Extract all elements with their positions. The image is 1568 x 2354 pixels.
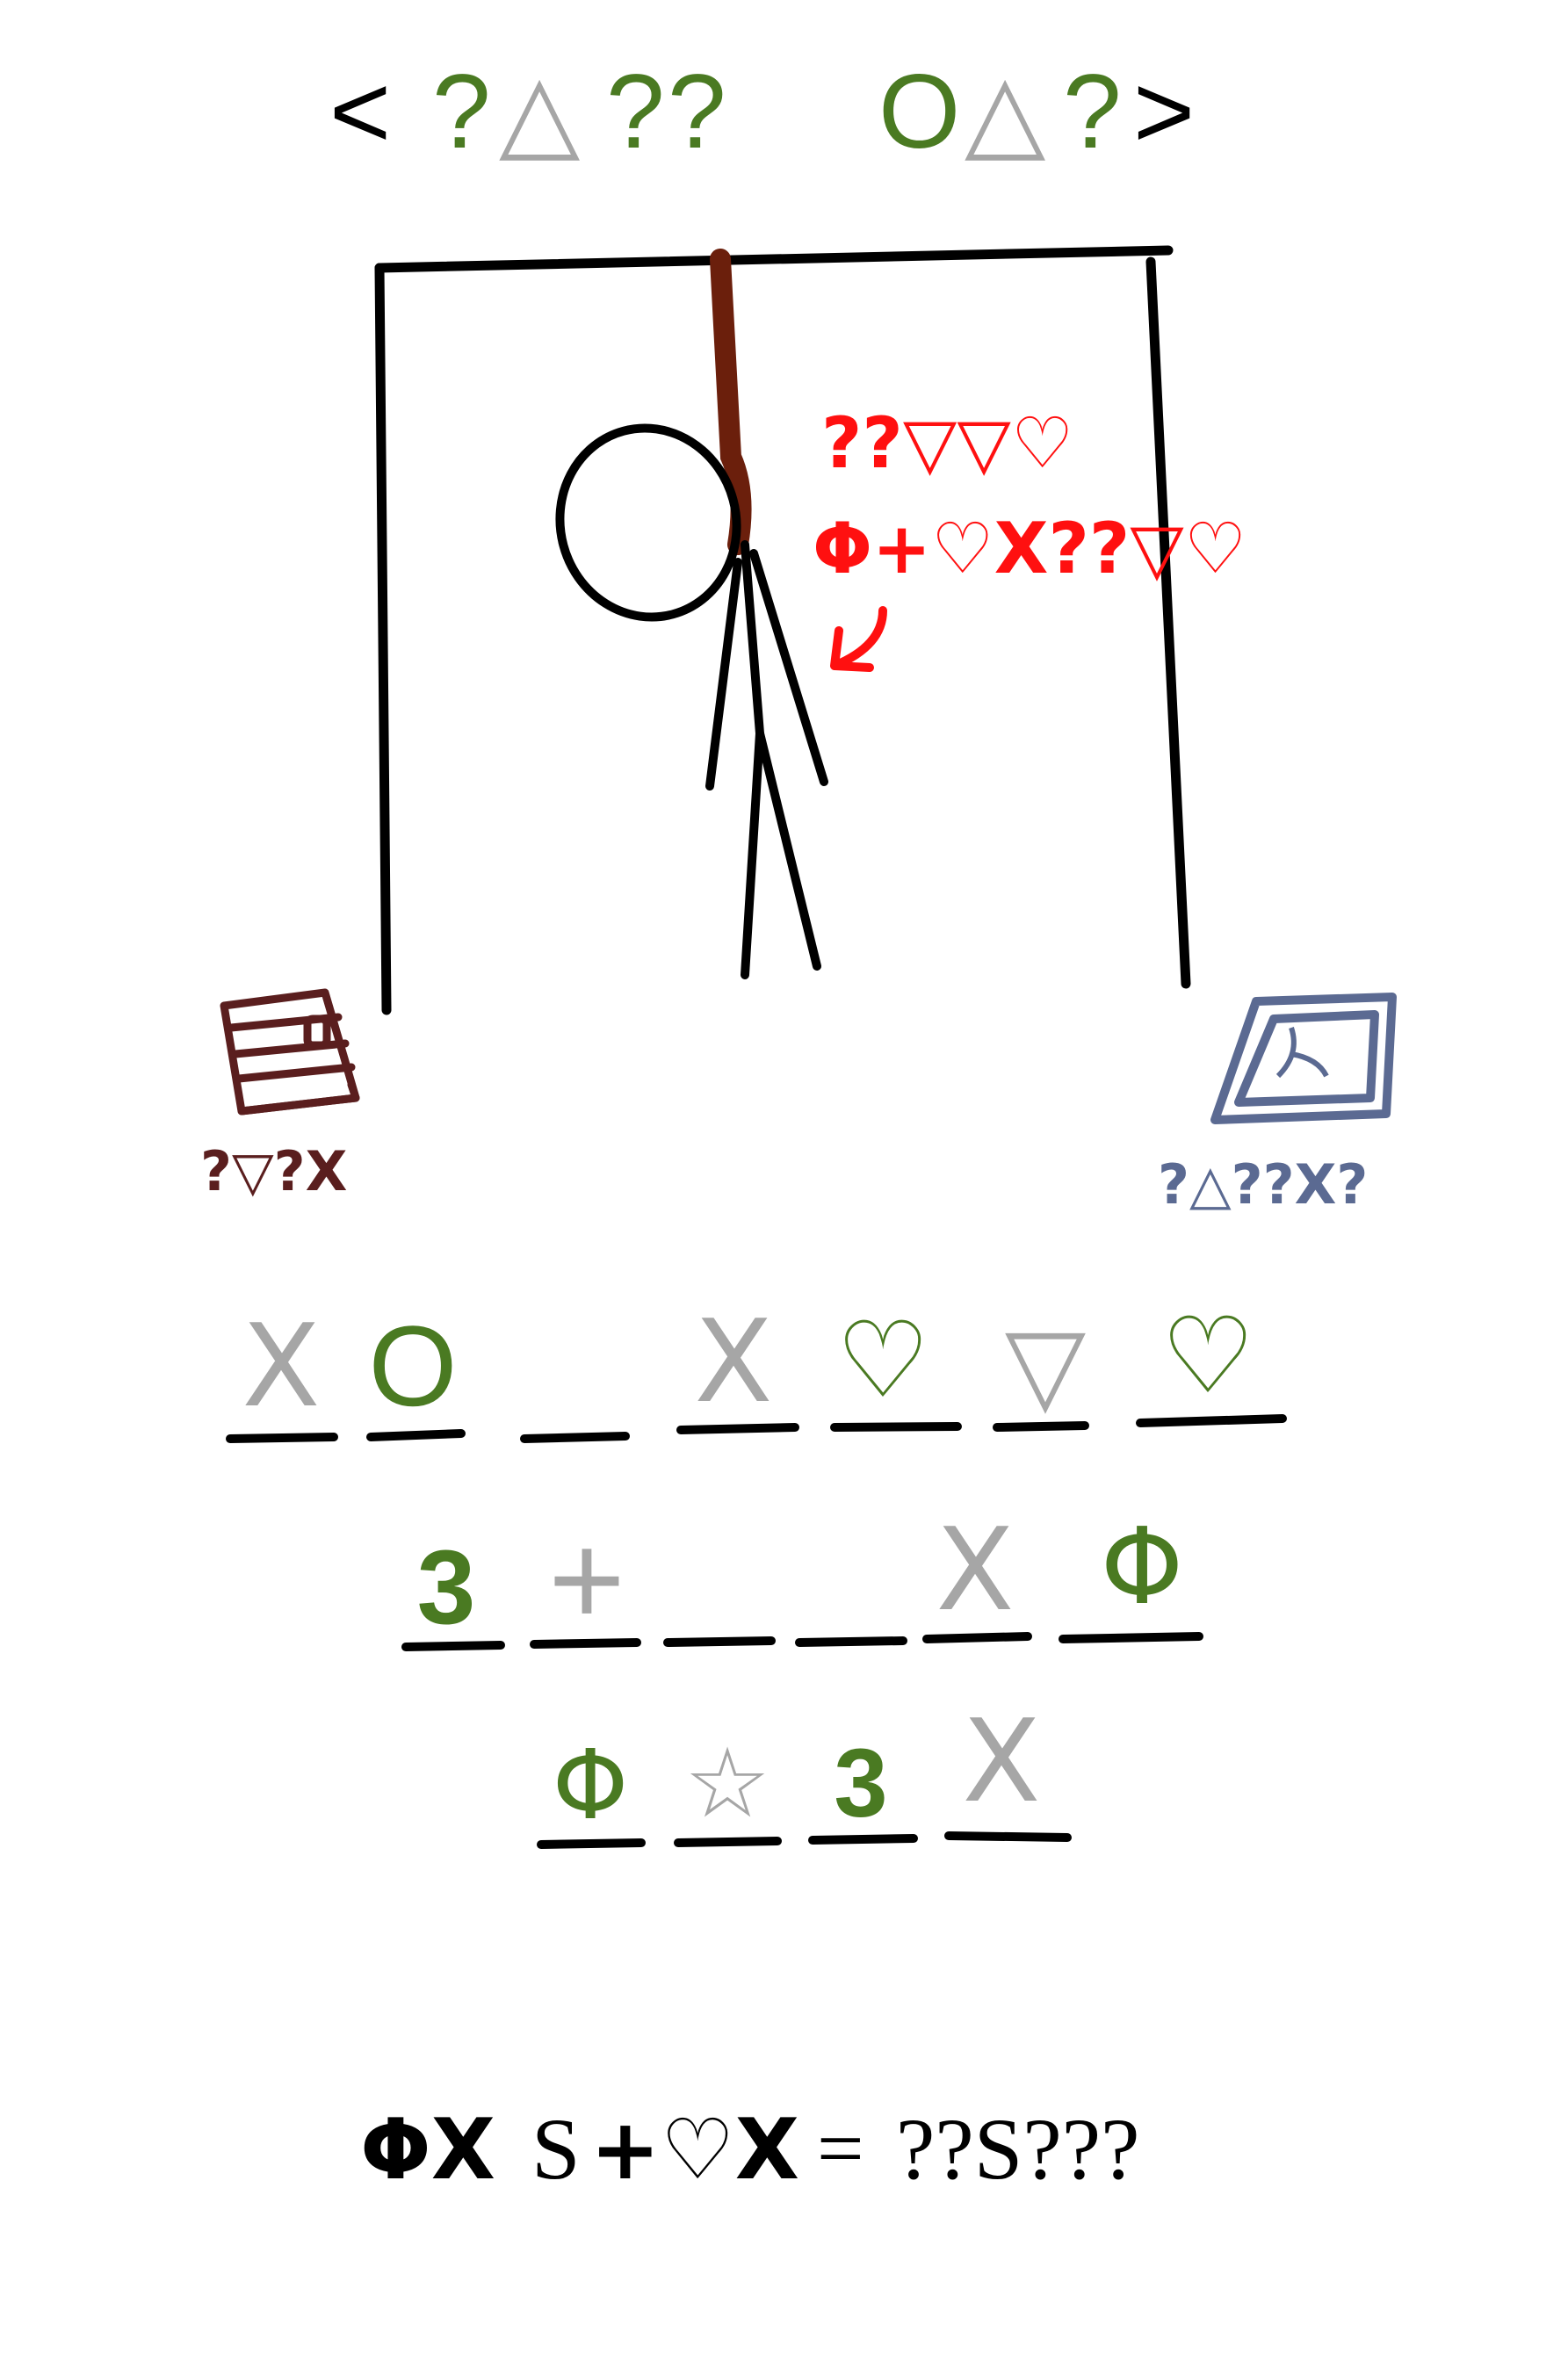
book-label: ?▽?Ⅹ <box>200 1139 347 1203</box>
slot-underline <box>944 1831 1072 1842</box>
figure-body <box>741 540 765 979</box>
slot-underline <box>922 1632 1032 1643</box>
title-word1-char-1: ? <box>432 53 491 170</box>
title-close-bracket: > <box>1133 53 1195 170</box>
slot-letter: + <box>548 1506 625 1653</box>
title-word2-char-2: △ <box>965 51 1045 173</box>
stick-figure <box>555 423 828 979</box>
book-icon <box>220 988 360 1116</box>
slot-underline <box>993 1421 1089 1432</box>
title-word1-char-2: △ <box>499 51 580 173</box>
slot-underline <box>830 1422 962 1432</box>
puzzle-row-1: Ⅹ O Ⅹ ♡ ▽ ♡ <box>226 1295 1287 1443</box>
puzzle-slot: ▽ <box>993 1304 1089 1432</box>
slot-underline <box>366 1429 466 1441</box>
slot-letter: O <box>368 1302 457 1430</box>
figure-head <box>555 423 741 622</box>
slot-underline <box>808 1834 918 1845</box>
slot-underline <box>674 1837 782 1847</box>
equation-equals: = <box>817 2102 864 2195</box>
red-caption: ??▽▽♡ Φ+♡Ⅹ??▽♡ <box>813 402 1247 672</box>
slot-letter: ♡ <box>835 1300 930 1422</box>
puzzle-slot: ☆ <box>674 1727 782 1847</box>
puzzle-slot: Ⅹ <box>922 1503 1032 1643</box>
caption-line-2: Φ+♡Ⅹ??▽♡ <box>813 508 1247 589</box>
puzzle-slot: Φ <box>1059 1506 1203 1643</box>
slot-letter: ▽ <box>1005 1304 1086 1426</box>
equation-lhs-symbols-2: +♡Ⅹ <box>590 2102 799 2199</box>
slot-underline <box>401 1641 505 1651</box>
title-open-bracket: < <box>329 53 391 170</box>
slot-letter: 3 <box>417 1528 476 1646</box>
slot-letter: Φ <box>553 1729 629 1841</box>
slot-letter: Ⅹ <box>242 1299 320 1433</box>
title: < ? △ ? ? O △ ? > <box>329 51 1195 173</box>
slot-underline <box>795 1636 907 1647</box>
equation: ΦⅩ S +♡Ⅹ = ??S??? <box>360 2100 1140 2199</box>
slot-underline <box>1059 1632 1203 1643</box>
slot-underline <box>520 1432 630 1443</box>
slot-underline <box>663 1636 776 1647</box>
puzzle-slot <box>663 1636 776 1647</box>
puzzle-slot: Ⅹ <box>676 1295 799 1434</box>
slot-underline <box>537 1838 646 1849</box>
puzzle-slot: ♡ <box>830 1300 962 1432</box>
puzzle-slot: + <box>530 1506 641 1653</box>
puzzle-slot: Ⅹ <box>944 1694 1072 1842</box>
puzzle-slot: Φ <box>537 1729 646 1849</box>
puzzle-slot: ♡ <box>1136 1296 1287 1427</box>
gallows <box>374 245 1191 1015</box>
title-word1-char-3: ? <box>606 53 665 170</box>
slot-letter: ♡ <box>1160 1296 1255 1418</box>
tablet-icon <box>1210 993 1397 1124</box>
equation-lhs-symbols-1: ΦⅩ <box>360 2102 495 2199</box>
puzzle-row-2: 3 + Ⅹ Φ <box>401 1503 1203 1653</box>
slot-underline <box>226 1433 338 1443</box>
slot-underline <box>1136 1414 1287 1427</box>
puzzle-slot: 3 <box>808 1729 918 1845</box>
caption-line-1: ??▽▽♡ <box>821 402 1074 484</box>
slot-letter: ☆ <box>684 1727 771 1839</box>
slot-letter: 3 <box>834 1729 887 1838</box>
puzzle-slot <box>520 1432 630 1443</box>
figure-right-leg <box>755 729 821 971</box>
slot-letter: Ⅹ <box>694 1295 772 1428</box>
puzzle-slot: O <box>366 1302 466 1441</box>
title-word2-char-3: ? <box>1063 53 1122 170</box>
title-word2-char-1: O <box>878 53 960 170</box>
slot-letter: Ⅹ <box>962 1694 1040 1828</box>
figure-left-arm <box>705 558 742 791</box>
caption-arrow <box>830 606 887 672</box>
puzzle-row-3: Φ ☆ 3 Ⅹ <box>537 1694 1072 1849</box>
slot-letter: Φ <box>1101 1506 1183 1628</box>
equation-lhs-s: S <box>531 2100 581 2198</box>
tablet-label: ?△??Ⅹ? <box>1158 1152 1368 1217</box>
gallows-right-post <box>1145 256 1191 989</box>
gallows-left-post <box>374 263 392 1015</box>
gallows-beam <box>374 245 1174 273</box>
slot-letter: Ⅹ <box>936 1503 1014 1636</box>
puzzle-slot <box>795 1636 907 1647</box>
title-word1-char-4: ? <box>668 53 726 170</box>
figure-right-arm <box>749 549 828 786</box>
equation-rhs: ??S??? <box>896 2100 1140 2198</box>
slot-underline <box>676 1423 799 1434</box>
puzzle-slot: Ⅹ <box>226 1299 338 1443</box>
slot-underline <box>530 1638 641 1649</box>
puzzle-slot: 3 <box>401 1528 505 1651</box>
